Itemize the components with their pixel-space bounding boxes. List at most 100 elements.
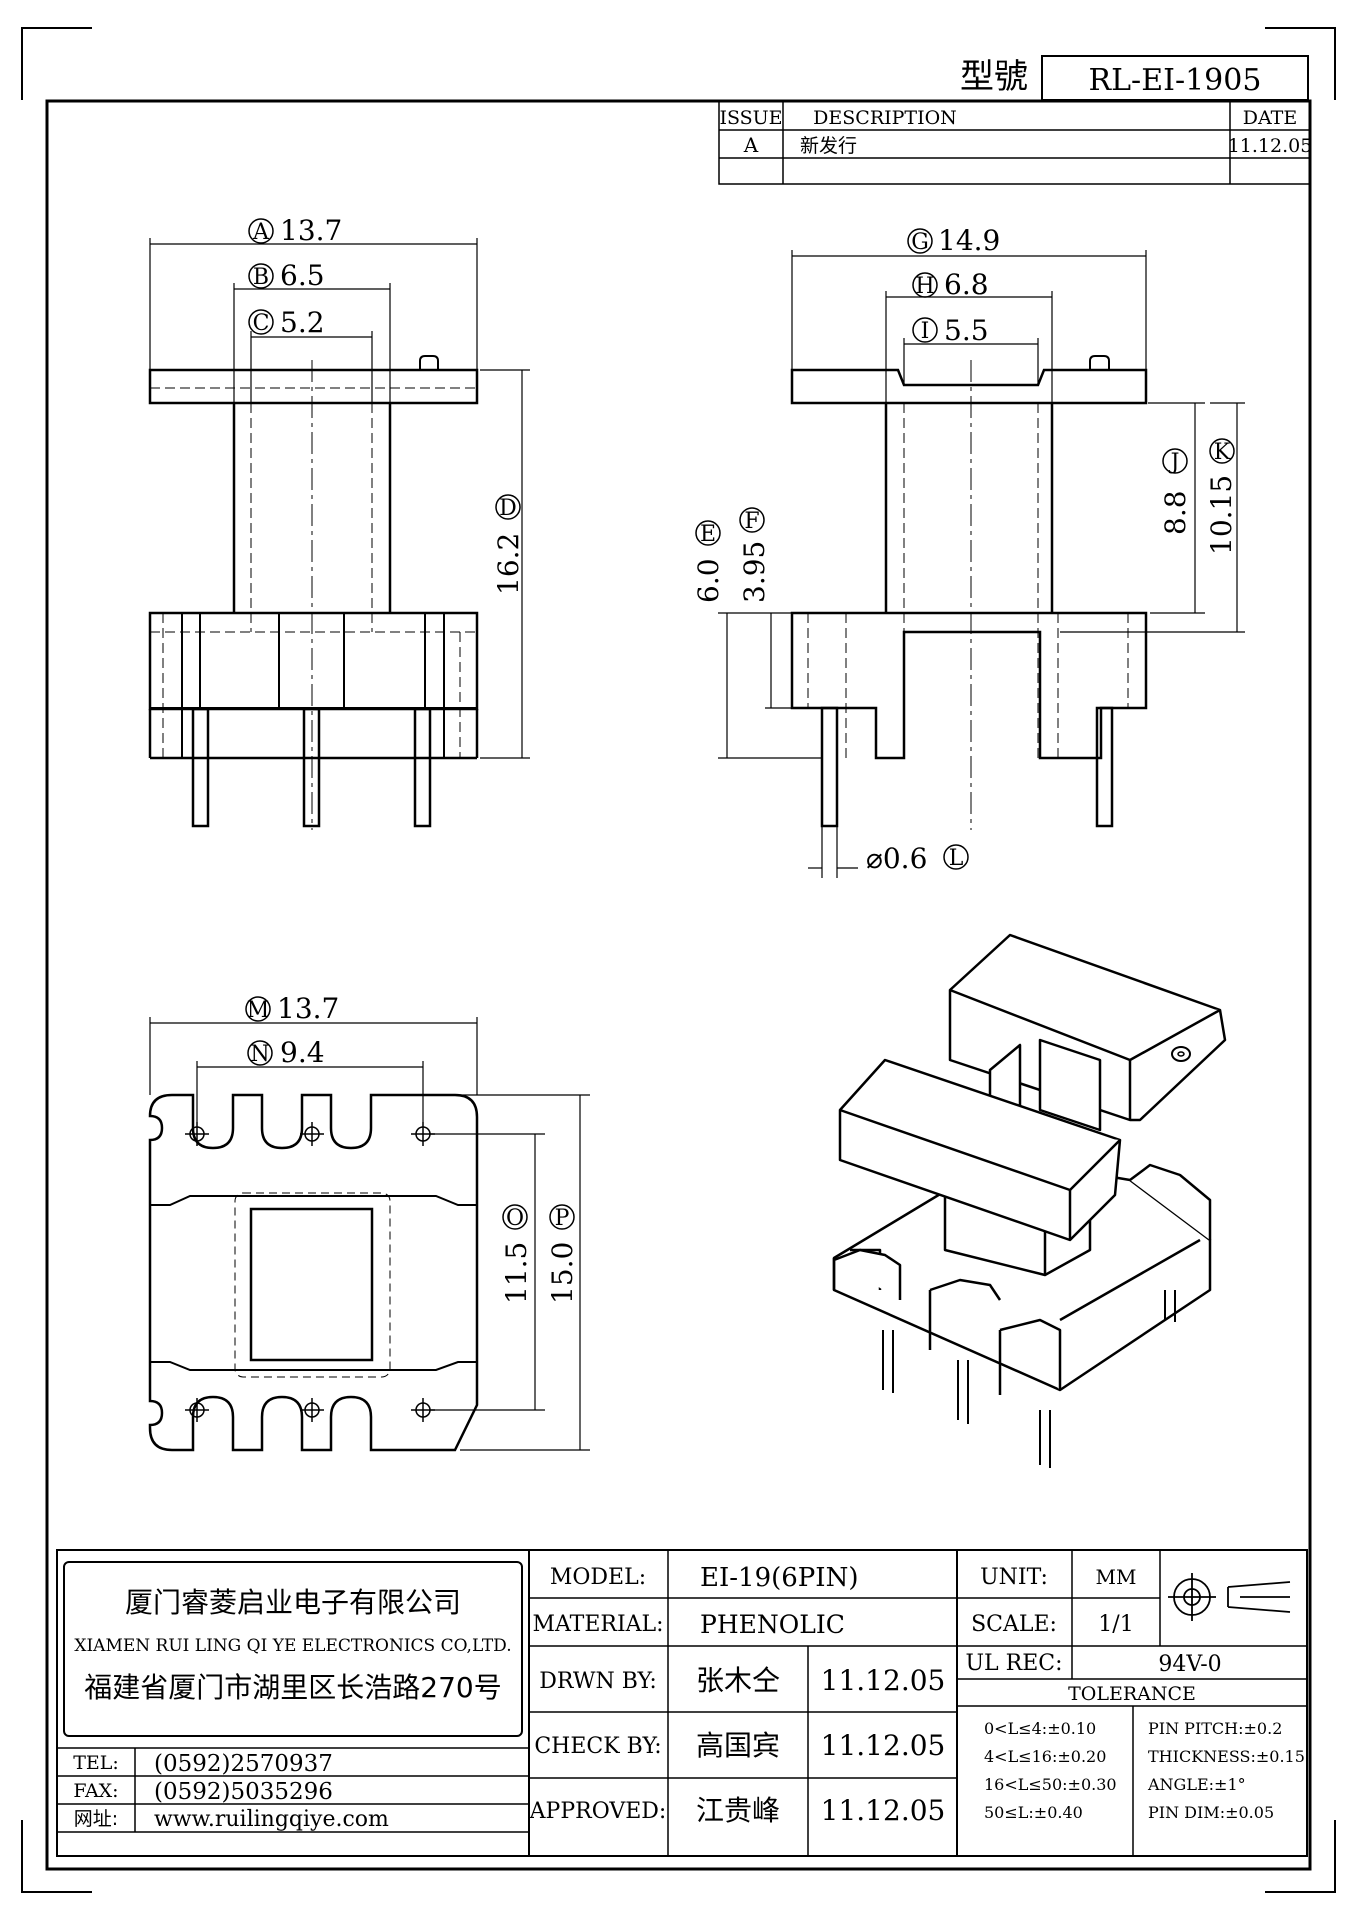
dim-E: E 6.0 (692, 520, 725, 603)
check-by-value: 高国宾 (696, 1729, 780, 1762)
bottom-view (148, 1017, 590, 1452)
dim-K: K 10.15 (1205, 438, 1238, 555)
ul-value: 94V-0 (1158, 1652, 1221, 1677)
model-header-label: 型號 (960, 57, 1028, 97)
tol-left-4: 50≤L:±0.40 (984, 1803, 1083, 1822)
dim-M-value: 13.7 (277, 992, 339, 1025)
dim-G-letter: G (911, 230, 929, 255)
dim-I-value: 5.5 (944, 314, 989, 347)
dim-G: G 14.9 (907, 224, 1000, 257)
dim-J: J 8.8 (1159, 448, 1192, 535)
dim-K-letter: K (1214, 440, 1231, 465)
company-name-cn: 厦门睿菱启业电子有限公司 (125, 1586, 461, 1619)
dim-J-value: 8.8 (1159, 490, 1192, 535)
web-label: 网址: (74, 1808, 118, 1830)
model-header-value: RL-EI-1905 (1089, 63, 1262, 98)
dim-I-letter: I (921, 319, 930, 344)
approved-label: APPROVED: (529, 1799, 667, 1824)
approved-by-value: 江贵峰 (696, 1794, 780, 1827)
projection-symbol-icon (1168, 1573, 1291, 1621)
model-label: MODEL: (550, 1565, 646, 1590)
dim-O-value: 11.5 (500, 1242, 533, 1304)
revision-date: 11.12.05 (1228, 135, 1313, 157)
dim-A-value: 13.7 (280, 214, 342, 247)
dim-P: P 15.0 (546, 1204, 579, 1304)
dim-P-value: 15.0 (546, 1242, 579, 1304)
revision-col-date: DATE (1243, 107, 1297, 129)
company-name-en: XIAMEN RUI LING QI YE ELECTRONICS CO,LTD… (74, 1636, 511, 1656)
dim-L: ⌀0.6 L (866, 842, 969, 875)
dim-D-value: 16.2 (492, 533, 525, 595)
dim-A-letter: A (252, 220, 270, 245)
model-value: EI-19(6PIN) (700, 1563, 858, 1593)
dim-N-letter: N (250, 1042, 269, 1067)
tel-label: TEL: (73, 1752, 119, 1774)
dim-J-letter: J (1169, 450, 1180, 475)
dim-O-letter: O (506, 1206, 524, 1231)
tol-left-3: 16<L≤50:±0.30 (984, 1775, 1117, 1794)
revision-col-issue: ISSUE (719, 107, 782, 129)
dim-B-value: 6.5 (280, 259, 325, 292)
revision-table (718, 100, 1311, 185)
tel-value: (0592)2570937 (154, 1751, 333, 1777)
dim-M-letter: M (247, 998, 270, 1023)
dim-C-letter: C (253, 311, 270, 336)
dim-H-letter: H (915, 274, 934, 299)
unit-label: UNIT: (980, 1565, 1048, 1590)
drawn-by-value: 张木仝 (696, 1664, 780, 1697)
tol-right-2: THICKNESS:±0.15 (1148, 1747, 1305, 1766)
tol-right-4: PIN DIM:±0.05 (1148, 1803, 1274, 1822)
dim-P-letter: P (555, 1206, 570, 1231)
tol-right-3: ANGLE:±1° (1147, 1775, 1246, 1794)
dim-L-letter: L (949, 846, 964, 871)
dim-A: A 13.7 (248, 214, 342, 247)
model-header: 型號 RL-EI-1905 (960, 55, 1309, 101)
dim-F-letter: F (744, 509, 759, 534)
dim-D: D 16.2 (492, 494, 525, 595)
corner-marks (21, 27, 1336, 1893)
material-value: PHENOLIC (700, 1610, 845, 1639)
web-value: www.ruilingqiye.com (154, 1807, 389, 1832)
revision-description: 新发行 (800, 135, 857, 157)
dim-I: I 5.5 (912, 314, 989, 347)
dim-H-value: 6.8 (944, 268, 989, 301)
scale-label: SCALE: (971, 1612, 1057, 1637)
dim-N-value: 9.4 (280, 1036, 325, 1069)
dim-H: H 6.8 (912, 268, 989, 301)
fax-value: (0592)5035296 (154, 1779, 333, 1805)
company-address: 福建省厦门市湖里区长浩路270号 (84, 1671, 501, 1704)
tol-left-1: 0<L≤4:±0.10 (984, 1719, 1096, 1738)
dim-M: M 13.7 (245, 992, 339, 1025)
tolerance-label: TOLERANCE (1068, 1683, 1196, 1705)
dim-E-value: 6.0 (692, 558, 725, 603)
drawn-date: 11.12.05 (821, 1664, 946, 1697)
unit-value: MM (1096, 1565, 1137, 1589)
front-view (148, 238, 530, 830)
dim-E-letter: E (700, 522, 716, 547)
dim-G-value: 14.9 (938, 224, 1000, 257)
dim-B-letter: B (253, 265, 269, 290)
revision-issue: A (743, 133, 759, 157)
fax-label: FAX: (73, 1780, 118, 1802)
dim-D-letter: D (499, 496, 517, 521)
ul-label: UL REC: (965, 1651, 1062, 1676)
isometric-view (832, 933, 1227, 1468)
tol-left-2: 4<L≤16:±0.20 (984, 1747, 1106, 1766)
tol-right-1: PIN PITCH:±0.2 (1148, 1719, 1282, 1738)
approved-date: 11.12.05 (821, 1794, 946, 1827)
check-date: 11.12.05 (821, 1729, 946, 1762)
title-block (56, 1549, 1308, 1857)
check-by-label: CHECK BY: (534, 1734, 661, 1759)
dim-N: N 9.4 (247, 1036, 325, 1069)
dim-C-value: 5.2 (280, 306, 325, 339)
dim-L-value: ⌀0.6 (866, 842, 927, 875)
dim-B: B 6.5 (248, 259, 325, 292)
side-view (718, 250, 1245, 878)
material-label: MATERIAL: (532, 1612, 663, 1637)
drawn-by-label: DRWN BY: (539, 1669, 657, 1694)
drawing-frame (45, 99, 1312, 1871)
dim-O: O 11.5 (500, 1204, 533, 1304)
dim-F-value: 3.95 (738, 541, 771, 603)
scale-value: 1/1 (1098, 1612, 1133, 1637)
